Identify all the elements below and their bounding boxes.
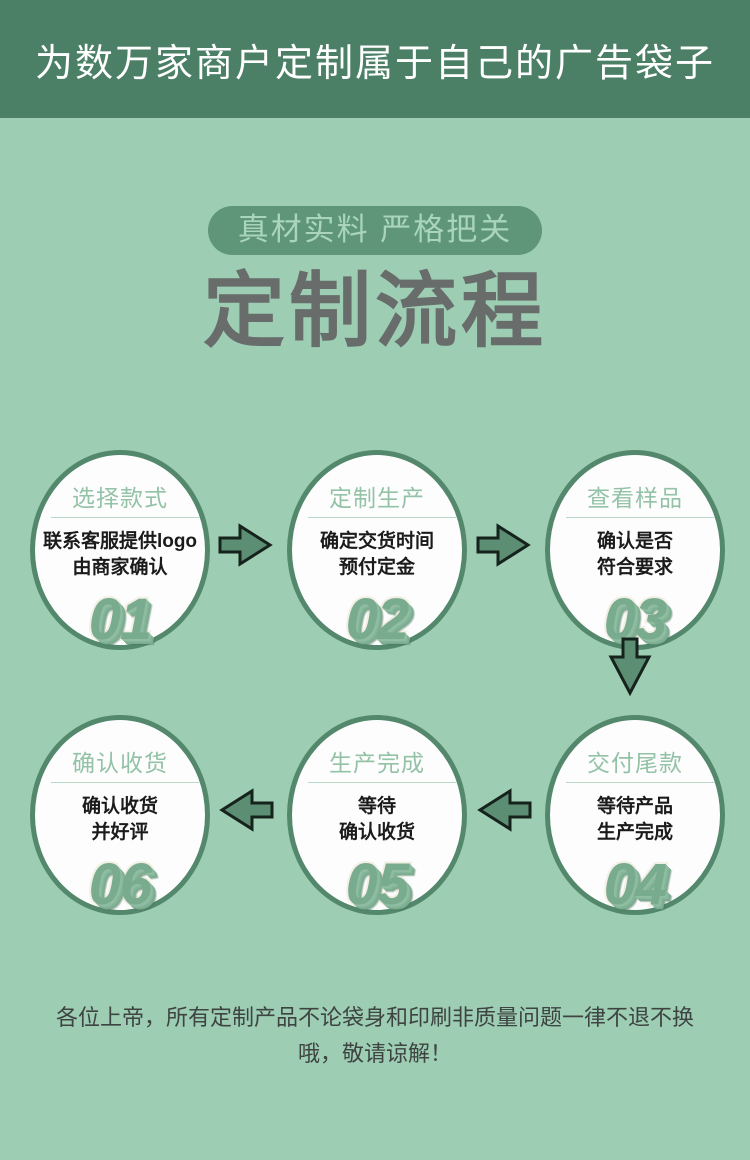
flow-step-divider: [566, 782, 714, 783]
heading-block: 真材实料 严格把关 定制流程: [0, 206, 750, 355]
footer-notice: 各位上帝，所有定制产品不论袋身和印刷非质量问题一律不退不换哦，敬请谅解！: [55, 1005, 694, 1067]
flow-step-04-body: 等待产品 生产完成: [550, 794, 720, 846]
flow-step-04-body-line1: 等待产品: [596, 796, 673, 817]
flow-step-05-body-line2: 确认收货: [338, 822, 415, 844]
flow-step-01-body-line1: 联系客服提供logo: [42, 531, 198, 552]
flow-step-06-body-line1: 确认收货: [81, 796, 158, 817]
flow-step-01: 选择款式 联系客服提供logo 由商家确认 01: [30, 450, 210, 652]
arrow-right-icon: [476, 520, 532, 575]
flow-step-divider: [566, 517, 714, 518]
banner-title: 为数万家商户定制属于自己的广告袋子: [34, 42, 715, 85]
header-banner: 为数万家商户定制属于自己的广告袋子: [0, 0, 750, 118]
arrow-right-icon: [218, 520, 274, 575]
flow-step-06-body: 确认收货 并好评: [35, 794, 205, 846]
page-title: 定制流程: [202, 266, 547, 357]
flow-step-01-body: 联系客服提供logo 由商家确认: [35, 529, 205, 581]
arrow-left-icon: [476, 785, 532, 840]
flow-step-05-body: 等待 确认收货: [292, 794, 462, 846]
flow-step-divider: [308, 782, 456, 783]
flow-step-03-body-line1: 确认是否: [596, 531, 673, 552]
flow-step-01-number: 01: [87, 587, 155, 652]
flow-step-divider: [51, 782, 199, 783]
flow-step-02: 定制生产 确定交货时间 预付定金 02: [287, 450, 467, 652]
flow-step-04: 交付尾款 等待产品 生产完成 04: [545, 715, 725, 917]
arrow-down-icon: [605, 637, 655, 702]
flow-step-01-body-line2: 由商家确认: [72, 557, 168, 579]
flow-step-01-title: 选择款式: [72, 485, 168, 511]
flow-step-03: 查看样品 确认是否 符合要求 03: [545, 450, 725, 651]
flow-step-02-body-line1: 确定交货时间: [319, 531, 434, 552]
flow-step-03-title: 查看样品: [587, 485, 683, 511]
flow-step-04-title: 交付尾款: [587, 750, 683, 776]
flow-step-divider: [308, 517, 456, 518]
flow-step-05: 生产完成 等待 确认收货 05: [287, 715, 467, 917]
flow-step-06: 确认收货 确认收货 并好评 06: [30, 715, 210, 917]
flow-step-06-body-line2: 并好评: [91, 822, 149, 844]
flow-step-divider: [51, 517, 199, 518]
flow-step-03-body-line2: 符合要求: [596, 557, 673, 579]
flow-step-02-number: 02: [344, 587, 412, 652]
flow-step-03-body: 确认是否 符合要求: [550, 529, 720, 581]
flow-step-02-title: 定制生产: [329, 485, 425, 511]
flow-step-04-number: 04: [602, 852, 670, 917]
flow-step-02-body: 确定交货时间 预付定金: [292, 529, 462, 581]
flow-step-05-number: 05: [344, 852, 412, 917]
flow-step-04-body-line2: 生产完成: [596, 822, 673, 844]
tagline-badge: 真材实料 严格把关: [207, 206, 543, 255]
process-flow-diagram: 选择款式 联系客服提供logo 由商家确认 01 定制生产 确定交货时间 预付定…: [0, 425, 750, 945]
arrow-left-icon: [218, 785, 274, 840]
flow-step-05-body-line1: 等待: [357, 796, 396, 817]
flow-step-06-number: 06: [87, 852, 155, 917]
flow-step-05-title: 生产完成: [329, 750, 425, 776]
flow-step-06-title: 确认收货: [72, 750, 168, 776]
flow-step-02-body-line2: 预付定金: [338, 557, 415, 579]
